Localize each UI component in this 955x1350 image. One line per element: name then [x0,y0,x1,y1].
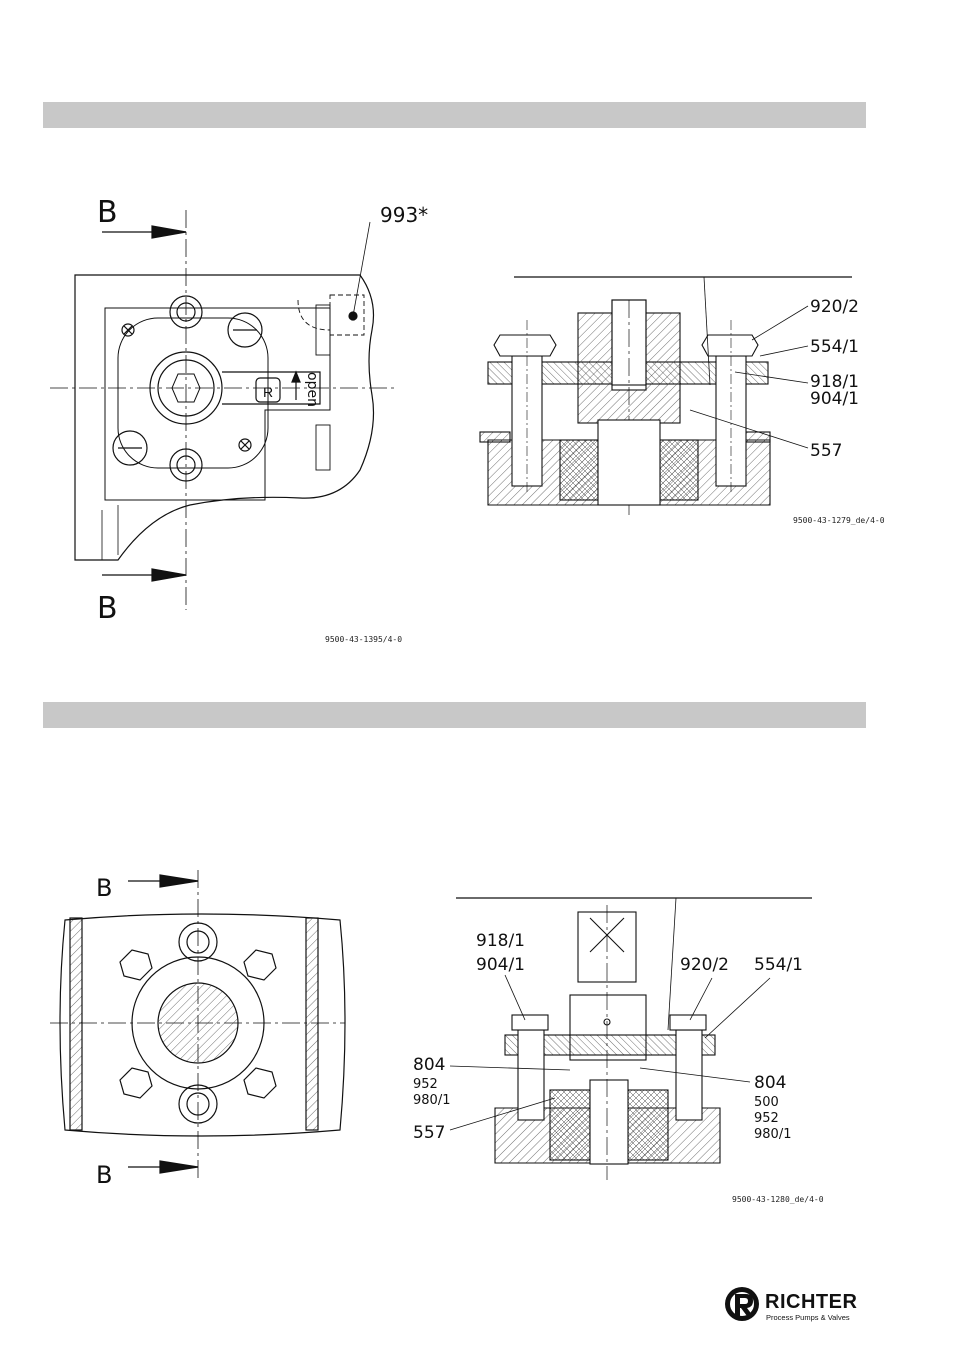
logo-tagline: Process Pumps & Valves [766,1313,850,1322]
part-label-904-1-b: 904/1 [476,955,525,975]
part-label-980-1-left: 980/1 [413,1093,450,1108]
part-label-804-left: 804 [413,1055,445,1075]
drawing-code-1: 9500-43-1395/4-0 [325,635,402,644]
part-label-500-right: 500 [754,1095,779,1110]
figure-3-plan-view: B B [50,870,345,1189]
section-mark-b-top: B [97,195,118,230]
part-label-952-left: 952 [413,1077,438,1092]
part-label-904-1: 904/1 [810,389,859,409]
part-label-920-2: 920/2 [810,297,859,317]
figure-4-section-view: 918/1 904/1 920/2 554/1 804 952 980/1 55… [413,898,824,1204]
part-label-557: 557 [810,441,842,461]
drawing-code-4: 9500-43-1280_de/4-0 [732,1195,824,1204]
drawing-code-2: 9500-43-1279_de/4-0 [793,516,885,525]
figure-2-section-view: 920/2 554/1 918/1 904/1 557 9500-43-1279… [480,277,885,525]
part-label-920-2-b: 920/2 [680,955,729,975]
section-mark-b-top-2: B [96,874,112,902]
part-label-980-1-right: 980/1 [754,1127,791,1142]
valve-open-label: open [304,372,320,407]
part-label-993: 993* [380,203,428,227]
section-mark-b-bottom-2: B [96,1161,112,1189]
part-label-554-1: 554/1 [810,337,859,357]
figure-1-plan-view: B B R open [50,195,428,644]
part-label-804-right: 804 [754,1073,786,1093]
part-label-918-1-b: 918/1 [476,931,525,951]
svg-text:R: R [263,384,273,400]
part-label-557-b: 557 [413,1123,445,1143]
section-mark-b-bottom: B [97,591,118,626]
logo-name: RICHTER [765,1291,857,1314]
part-label-952-right: 952 [754,1111,779,1126]
part-label-554-1-b: 554/1 [754,955,803,975]
